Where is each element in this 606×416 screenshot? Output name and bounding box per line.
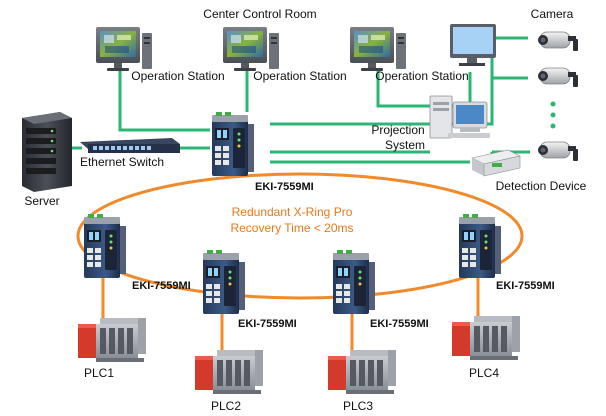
server-rack-icon (22, 112, 72, 192)
ring-switch-3-label: EKI-7559MI (370, 318, 429, 330)
plc-controller-icon (452, 316, 520, 360)
plc-2: PLC2 (195, 350, 263, 413)
plc-3: PLC3 (328, 350, 396, 413)
operation-station-1: Operation Station (96, 27, 225, 83)
projection-system-label-line1: Projection (371, 123, 424, 137)
ring-caption-line2: Recovery Time < 20ms (230, 221, 353, 235)
desktop-monitor-icon (96, 27, 152, 71)
ring-switch-2: EKI-7559MI (203, 250, 297, 330)
desktop-monitor-icon (350, 27, 406, 71)
operation-station-1-label: Operation Station (131, 69, 224, 83)
detection-device-label: Detection Device (496, 179, 587, 193)
detection-device-icon (471, 149, 521, 177)
industrial-switch-icon (212, 112, 254, 176)
ring-switch-3: EKI-7559MI (333, 250, 429, 330)
operation-station-3: Operation Station (350, 27, 469, 83)
security-camera-icon (537, 141, 579, 162)
ring-caption-line1: Redundant X-Ring Pro (232, 205, 353, 219)
security-camera-icon (537, 31, 579, 52)
plc-3-label: PLC3 (343, 399, 373, 413)
ring-switch-2-label: EKI-7559MI (238, 318, 297, 330)
ring-switch-4-label: EKI-7559MI (496, 280, 555, 292)
plc-1: PLC1 (78, 318, 146, 380)
ring-drops (101, 276, 480, 355)
operation-station-2-label: Operation Station (253, 69, 346, 83)
plc-4-label: PLC4 (469, 366, 499, 380)
ring-switch-4: EKI-7559MI (459, 214, 555, 292)
industrial-switch-icon (459, 214, 501, 278)
industrial-switch-icon (84, 214, 126, 278)
ring-switch-1-label: EKI-7559MI (132, 280, 191, 292)
industrial-switch-icon (333, 250, 375, 314)
link-station3 (376, 70, 472, 108)
core-switch-label: EKI-7559MI (255, 181, 314, 193)
plc-1-label: PLC1 (84, 366, 114, 380)
x-ring (76, 172, 524, 300)
ethernet-switch-label: Ethernet Switch (80, 155, 164, 169)
projection-system-label-line2: System (385, 138, 425, 152)
plc-controller-icon (328, 350, 396, 394)
camera-label: Camera (531, 7, 574, 21)
camera-ellipsis (550, 101, 556, 129)
ethernet-switch: Ethernet Switch (80, 138, 180, 169)
server: Server (22, 112, 72, 208)
plc-2-label: PLC2 (211, 399, 241, 413)
rack-switch-icon (80, 138, 180, 153)
page-title: Center Control Room (203, 7, 316, 21)
core-switch: EKI-7559MI (212, 112, 314, 193)
plc-controller-icon (78, 318, 146, 362)
industrial-switch-icon (203, 250, 245, 314)
projection-pc-icon (429, 95, 490, 139)
desktop-monitor-icon (223, 27, 279, 71)
security-camera-icon (537, 67, 579, 88)
link-station1 (118, 70, 210, 132)
operation-station-3-label: Operation Station (375, 69, 468, 83)
detection-device: Detection Device (471, 149, 587, 193)
projection-system: Projection System (371, 24, 496, 152)
plc-4: PLC4 (452, 316, 520, 380)
operation-station-2: Operation Station (223, 27, 347, 83)
ring-switch-1: EKI-7559MI (84, 214, 191, 292)
link-camera-bus (270, 36, 528, 126)
server-label: Server (24, 194, 59, 208)
plc-controller-icon (195, 350, 263, 394)
